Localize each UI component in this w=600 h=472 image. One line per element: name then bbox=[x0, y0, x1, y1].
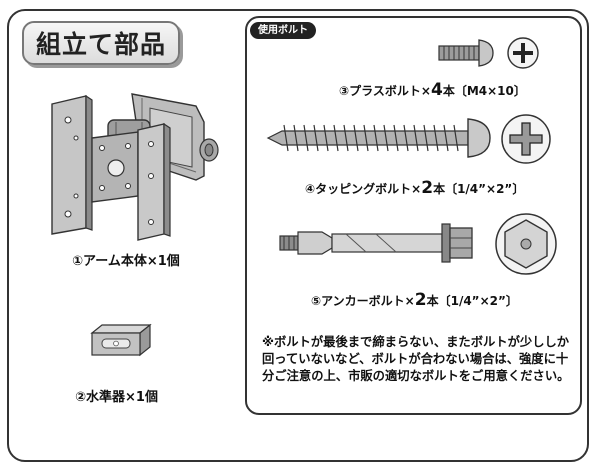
outer-frame bbox=[7, 9, 589, 462]
bolts-badge: 使用ボルト bbox=[250, 22, 316, 39]
title-badge: 組立て部品 bbox=[22, 21, 180, 65]
page-title: 組立て部品 bbox=[35, 30, 166, 59]
anchor-bolt-caption: ⑤アンカーボルト×2本〔1/4”×2”〕 bbox=[311, 290, 518, 310]
tapping-bolt-caption: ④タッピングボルト×2本〔1/4”×2”〕 bbox=[305, 178, 525, 198]
plus-bolt-caption: ③プラスボルト×4本〔M4×10〕 bbox=[339, 80, 526, 100]
bolts-panel bbox=[245, 16, 582, 415]
caution-note: ※ボルトが最後まで締まらない、またボルトが少ししか回っていないなど、ボルトが合わ… bbox=[262, 335, 570, 383]
arm-caption: ①アーム本体×1個 bbox=[72, 254, 180, 269]
tapping-bolt-illustration bbox=[266, 118, 491, 158]
hex-head-icon bbox=[495, 213, 557, 275]
spirit-level-illustration bbox=[90, 323, 152, 357]
arm-mount-illustration bbox=[51, 93, 219, 241]
anchor-bolt-illustration bbox=[279, 223, 473, 263]
plus-bolt-illustration bbox=[438, 39, 494, 67]
phillips-head-icon bbox=[501, 114, 551, 164]
level-caption: ②水準器×1個 bbox=[75, 390, 158, 405]
phillips-head-icon bbox=[507, 37, 539, 69]
